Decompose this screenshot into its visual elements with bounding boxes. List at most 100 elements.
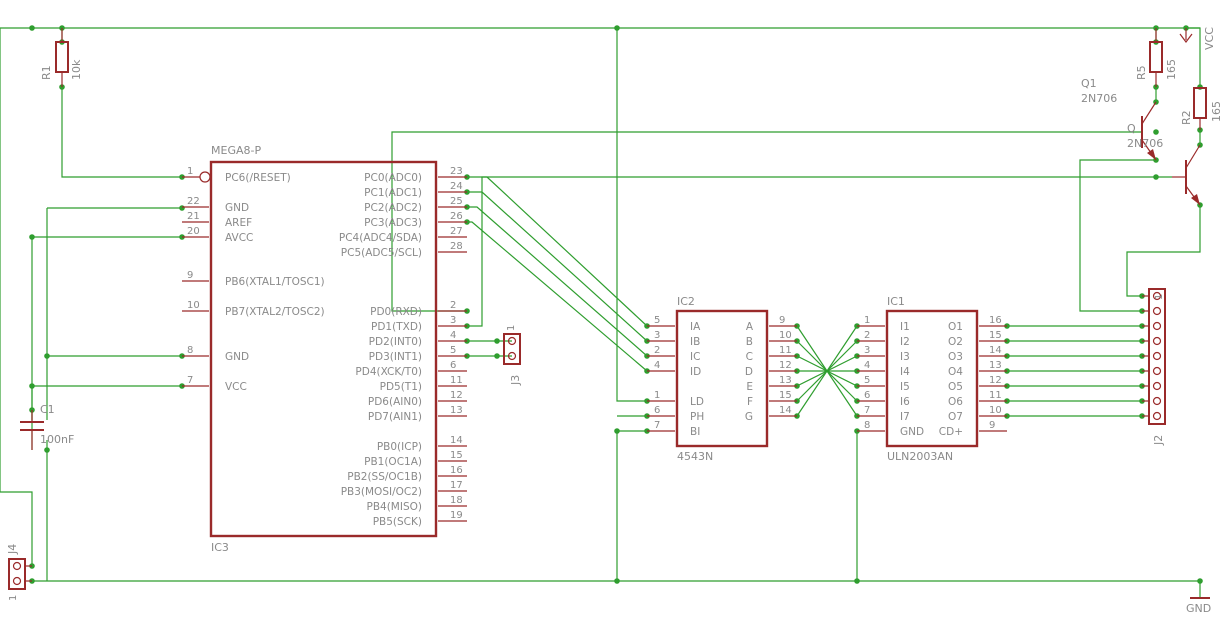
- ic1-left-pin-label: I3: [900, 351, 910, 363]
- ic1-left-pin-number: 7: [864, 405, 870, 416]
- j4-pin-2: [12, 576, 22, 586]
- ic2-right-pin-label: A: [746, 321, 754, 333]
- ic3-left-pin-number: 1: [187, 166, 193, 177]
- ic1-left-pin-number: 3: [864, 345, 870, 356]
- ic2-left-pin-label: IA: [690, 321, 701, 333]
- ic3-right-pin-label: PD0(RXD): [370, 306, 422, 318]
- j2-pin: [1152, 351, 1162, 361]
- j2-pin: [1152, 291, 1162, 301]
- q1-value: 2N706: [1081, 92, 1117, 105]
- r2-name: R2: [1180, 110, 1193, 125]
- j2-pin: [1152, 381, 1162, 391]
- ic3-right-pin-number: 3: [450, 315, 456, 326]
- ic3-right-pin-number: 23: [450, 166, 463, 177]
- ic3-right-pin-label: PC5(ADC5/SCL): [341, 247, 422, 259]
- ic3-right-pin-label: PD4(XCK/T0): [355, 366, 422, 378]
- junction-dot: [29, 234, 35, 240]
- j3-pin-1: [507, 336, 517, 346]
- junction-dot: [614, 578, 620, 584]
- ic3-right-pin-label: PC1(ADC1): [364, 187, 422, 199]
- ic1-right-pin-number: 14: [989, 345, 1002, 356]
- transistor-q1: Q1 2N706: [1081, 77, 1157, 161]
- ic2-right-pin-label: G: [745, 411, 753, 423]
- vcc-label: VCC: [1203, 27, 1216, 50]
- r1-body: [55, 41, 69, 73]
- ic2-value: 4543N: [677, 450, 713, 463]
- ic3-right-pin-number: 24: [450, 181, 463, 192]
- transistor-q2: Q 2N706: [1127, 122, 1201, 206]
- ic3-left-pin-number: 9: [187, 270, 193, 281]
- ic3-right-pin-label: PB4(MISO): [367, 501, 423, 513]
- ic3-right-pin-label: PD3(INT1): [369, 351, 422, 363]
- ic1-right-pin-label: O3: [948, 351, 963, 363]
- q1-name: Q1: [1081, 77, 1097, 90]
- ic3-right-pin-number: 12: [450, 390, 463, 401]
- ic3-right-pin-number: 4: [450, 330, 456, 341]
- ic3-left-pin-label: GND: [225, 351, 249, 363]
- ic3-left-pin-number: 7: [187, 375, 193, 386]
- resistor-r2: R2 165: [1180, 87, 1223, 130]
- ic2-right-pin-label: E: [746, 381, 753, 393]
- ic1-left-pin-label: I1: [900, 321, 910, 333]
- ic2-name: IC2: [677, 295, 695, 308]
- ic3-left-pin-number: 20: [187, 226, 200, 237]
- ic1-left-pin-label: GND: [900, 426, 924, 438]
- ic3-right-pin-number: 19: [450, 510, 463, 521]
- ic3-right-pin-number: 13: [450, 405, 463, 416]
- ic3-mega8: MEGA8-P IC3 1PC6(/RESET)22GND21AREF20AVC…: [182, 144, 467, 554]
- ic2-right-pin-number: 12: [779, 360, 792, 371]
- ic3-right-pin-number: 28: [450, 241, 463, 252]
- ic2-right-pin-number: 14: [779, 405, 792, 416]
- ic2-left-pin-label: BI: [690, 426, 700, 438]
- ic1-right-pin-number: 12: [989, 375, 1002, 386]
- ic1-left-pin-number: 4: [864, 360, 870, 371]
- vcc-arrow-icon: [1179, 33, 1193, 43]
- connector-j2: 1 J2: [1142, 288, 1166, 446]
- j2-name: J2: [1152, 435, 1165, 446]
- j2-pin: [1152, 396, 1162, 406]
- q2-emitter-arrow-icon: [1191, 194, 1200, 205]
- ic3-right-pin-label: PC0(ADC0): [364, 172, 422, 184]
- r2-body: [1193, 87, 1207, 119]
- wire-layer: [0, 27, 1201, 598]
- ic2-left-pin-label: IB: [690, 336, 700, 348]
- ic2-body: [675, 309, 769, 448]
- junction-dot: [614, 428, 620, 434]
- j3-body: [503, 333, 521, 365]
- ic3-right-pins: 23PC0(ADC0)24PC1(ADC1)25PC2(ADC2)26PC3(A…: [339, 166, 467, 528]
- r5-value: 165: [1165, 59, 1178, 80]
- j2-pin: [1152, 306, 1162, 316]
- ic1-left-pin-number: 6: [864, 390, 870, 401]
- ic3-left-pin-label: PB7(XTAL2/TOSC2): [225, 306, 325, 318]
- ic1-right-pin-label: O5: [948, 381, 963, 393]
- ic3-right-pin-label: PD5(T1): [380, 381, 422, 393]
- ic2-right-pin-label: C: [746, 351, 753, 363]
- ic3-left-pin-label: PB6(XTAL1/TOSC1): [225, 276, 325, 288]
- ic1-right-pin-label: O2: [948, 336, 963, 348]
- ic1-right-pin-number: 10: [989, 405, 1002, 416]
- ic3-value: MEGA8-P: [211, 144, 261, 157]
- ic3-left-pin-label: AVCC: [225, 232, 253, 244]
- vcc-supply: VCC: [1179, 27, 1216, 50]
- j2-pin: [1152, 411, 1162, 421]
- j4-name: J4: [6, 544, 19, 555]
- ic1-body: [885, 309, 979, 448]
- junction-dot: [44, 353, 50, 359]
- ic2-left-pin-number: 1: [654, 390, 660, 401]
- ic3-left-pin-label: PC6(/RESET): [225, 172, 291, 184]
- r5-name: R5: [1135, 65, 1148, 80]
- q2-collector: [1185, 144, 1201, 169]
- ic2-right-pin-number: 9: [779, 315, 785, 326]
- junction-dots: [29, 25, 1203, 584]
- ic3-right-pin-number: 16: [450, 465, 463, 476]
- ic3-right-pin-number: 26: [450, 211, 463, 222]
- ic3-right-pin-number: 18: [450, 495, 463, 506]
- q2-name: Q: [1127, 122, 1136, 135]
- ic1-right-pin-number: 16: [989, 315, 1002, 326]
- q2-value: 2N706: [1127, 137, 1163, 150]
- ic1-uln2003an: IC1 ULN2003AN 1I12I23I34I45I56I67I78GND …: [857, 295, 1007, 463]
- ic1-value: ULN2003AN: [887, 450, 953, 463]
- ic3-right-pin-label: PB5(SCK): [373, 516, 422, 528]
